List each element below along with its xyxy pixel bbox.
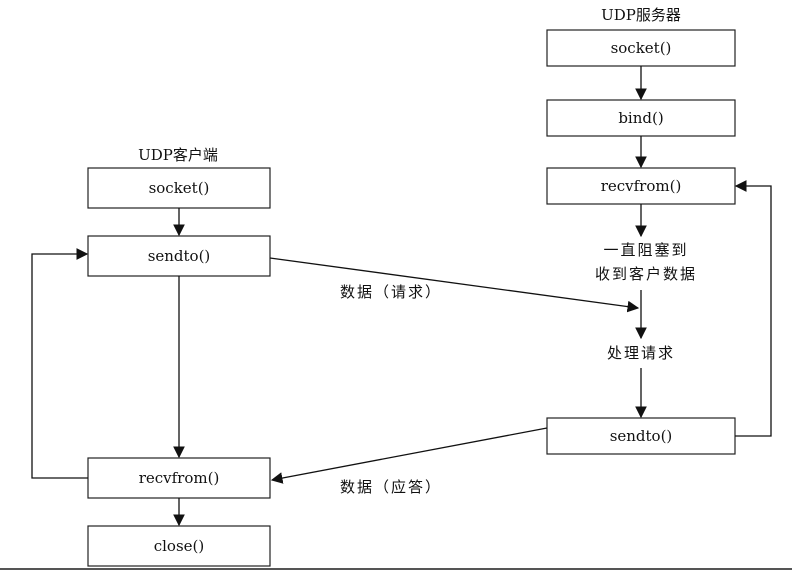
arrow-request xyxy=(269,257,640,313)
client-sendto-node: sendto() xyxy=(87,235,271,277)
server-bind-label: bind() xyxy=(618,109,663,127)
server-socket-node: socket() xyxy=(546,29,736,67)
client-recvfrom-label: recvfrom() xyxy=(139,469,220,487)
server-recvfrom-label: recvfrom() xyxy=(601,177,682,195)
request-label: 数据（请求） xyxy=(340,283,442,301)
server-sendto-label: sendto() xyxy=(610,427,673,445)
client-title: UDP客户端 xyxy=(138,146,218,164)
client-close-label: close() xyxy=(154,537,205,555)
client-sendto-label: sendto() xyxy=(148,247,211,265)
client-socket-node: socket() xyxy=(87,167,271,209)
server-block-text-line2: 收到客户数据 xyxy=(595,265,697,283)
client-socket-label: socket() xyxy=(149,179,210,197)
server-sendto-node: sendto() xyxy=(546,417,736,455)
server-recvfrom-node: recvfrom() xyxy=(546,167,736,205)
arrow-server-loop-back xyxy=(734,180,772,437)
server-socket-label: socket() xyxy=(611,39,672,57)
arrow-response xyxy=(270,427,548,484)
client-close-node: close() xyxy=(87,525,271,567)
client-recvfrom-node: recvfrom() xyxy=(87,457,271,499)
server-process-text: 处理请求 xyxy=(607,344,675,362)
response-label: 数据（应答） xyxy=(340,478,442,496)
server-bind-node: bind() xyxy=(546,99,736,137)
arrow-client-loop-back xyxy=(31,248,89,479)
server-title: UDP服务器 xyxy=(601,6,681,24)
server-block-text-line1: 一直阻塞到 xyxy=(603,241,688,259)
